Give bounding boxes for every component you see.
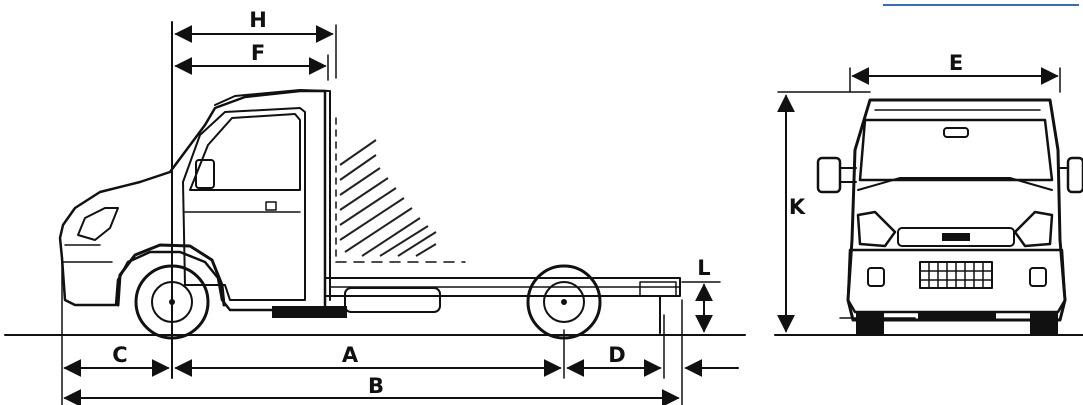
dim-h-label: H — [249, 8, 267, 32]
cab-window — [189, 113, 301, 191]
front-view: E K — [774, 51, 1083, 336]
fuel-tank — [344, 287, 441, 313]
right-mirror — [1066, 156, 1083, 194]
left-headlight — [856, 210, 897, 248]
hood-line — [857, 177, 1053, 191]
side-mirror — [195, 159, 215, 189]
brand-badge — [942, 233, 970, 241]
right-fog-light — [1029, 267, 1047, 287]
cab-outline — [58, 89, 327, 312]
cargo-hatch — [339, 139, 437, 257]
headlight — [77, 207, 119, 241]
right-headlight — [1013, 210, 1054, 248]
cab-door — [182, 107, 306, 301]
dim-e-label: E — [949, 51, 963, 75]
front-cab-outline — [846, 98, 1067, 322]
dim-c-label: C — [112, 343, 127, 367]
front-underbody — [918, 312, 996, 320]
windshield — [858, 118, 1054, 182]
door-handle — [265, 201, 277, 211]
dim-k-label: K — [789, 195, 806, 219]
dim-a-label: A — [342, 343, 359, 367]
left-mirror — [816, 156, 842, 194]
dim-l-label: L — [697, 256, 710, 280]
rear-axle-center — [561, 299, 567, 305]
rear-view-mirror — [943, 127, 969, 138]
rear-hub — [543, 281, 585, 323]
dim-b-label: B — [368, 374, 384, 398]
rear-bracket — [639, 281, 677, 297]
left-front-tyre — [856, 312, 884, 334]
underbody-block — [272, 306, 347, 318]
front-wheel-arch — [116, 243, 226, 307]
roof-fairing — [214, 89, 331, 301]
top-right-accent-bar — [883, 4, 1079, 6]
upper-grille — [897, 227, 1015, 247]
lower-grille — [919, 261, 993, 289]
side-view: H F C A D B L — [4, 8, 746, 405]
dim-d-label: D — [608, 343, 625, 367]
right-front-tyre — [1030, 312, 1058, 334]
dim-f-label: F — [251, 41, 265, 65]
left-fog-light — [867, 267, 885, 287]
